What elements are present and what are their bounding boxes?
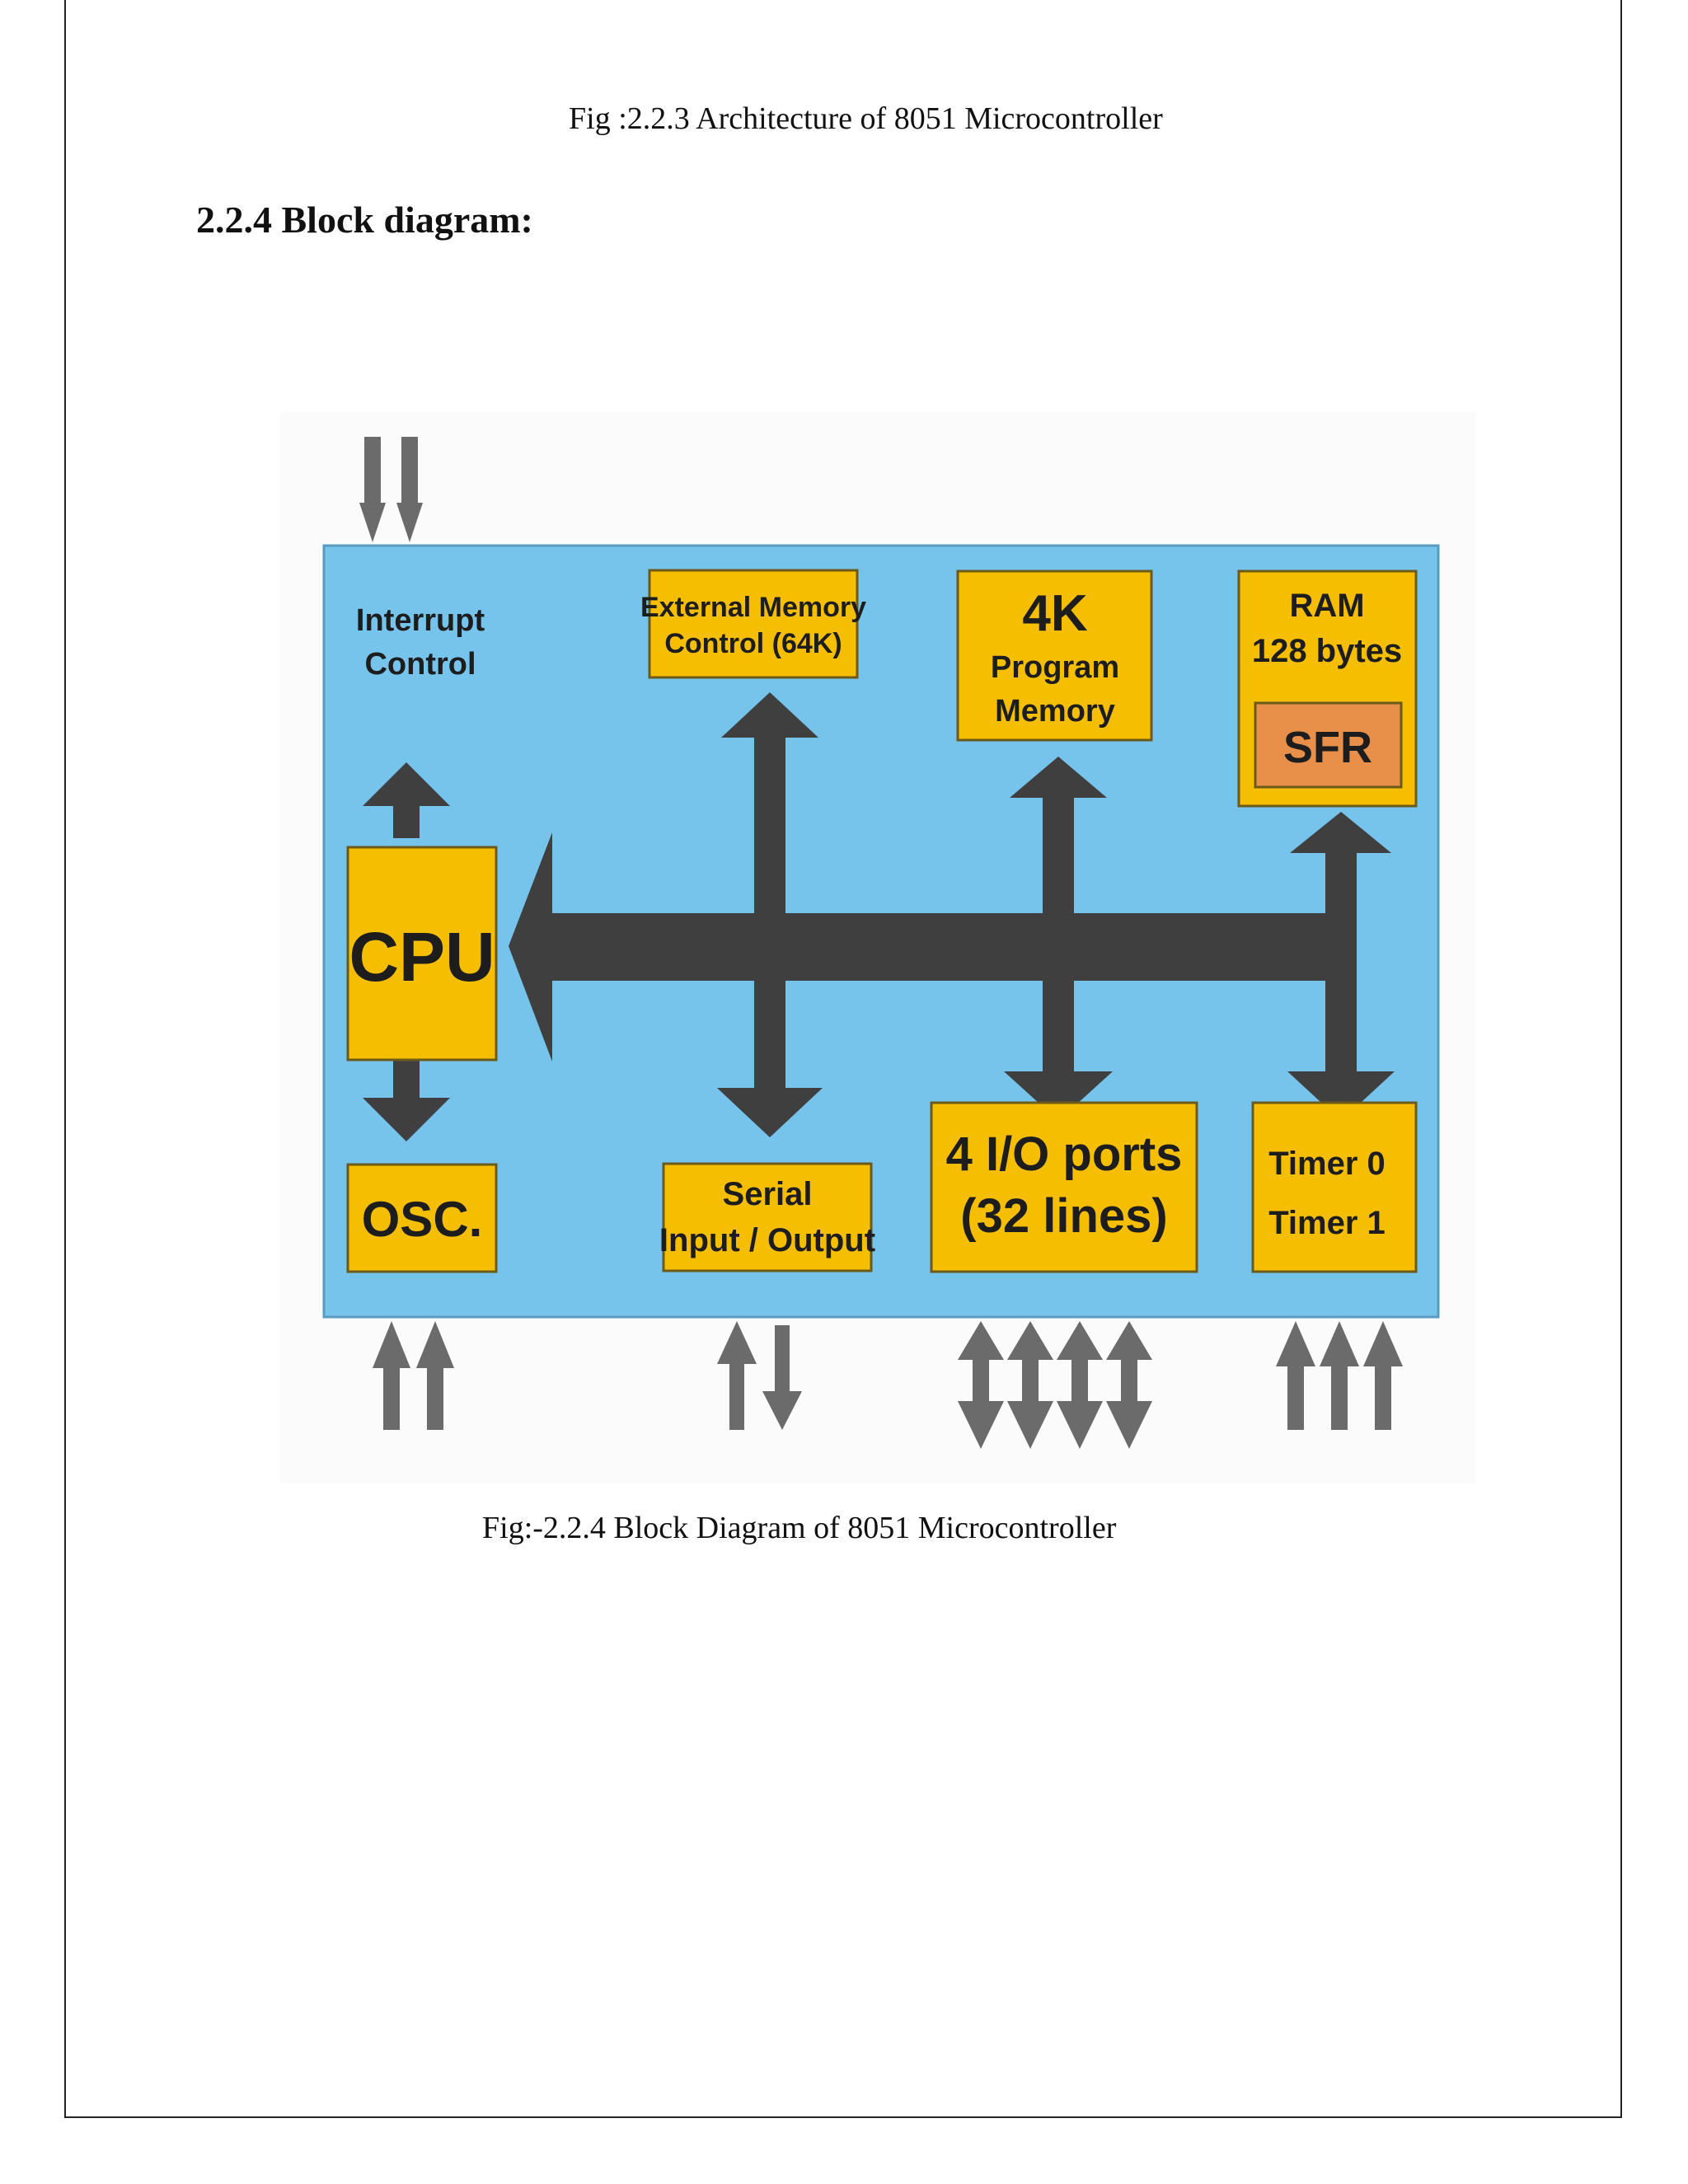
external-memory-block: External Memory Control (64K) — [640, 569, 866, 679]
system-bus — [363, 692, 1395, 1141]
io-ports-label-1: 4 I/O ports — [946, 1127, 1183, 1181]
external-memory-label-2: Control (64K) — [664, 628, 842, 659]
timer-input-arrows — [1276, 1321, 1403, 1430]
program-memory-label-1: Program — [991, 650, 1119, 685]
interrupt-control-block: Interrupt Control — [356, 603, 485, 682]
ram-label-2: 128 bytes — [1252, 633, 1402, 669]
serial-io-arrows — [717, 1321, 802, 1430]
serial-io-block: Serial Input / Output — [659, 1162, 875, 1272]
serial-io-label-2: Input / Output — [659, 1222, 875, 1258]
interrupt-control-label-2: Control — [364, 647, 476, 682]
interrupt-control-label-1: Interrupt — [356, 603, 485, 638]
figure-caption-bottom: Fig:-2.2.4 Block Diagram of 8051 Microco… — [482, 1511, 1117, 1545]
io-ports-block: 4 I/O ports (32 lines) — [930, 1101, 1198, 1273]
ram-label-1: RAM — [1289, 588, 1364, 624]
cpu-block: CPU — [346, 846, 498, 1062]
program-memory-size: 4K — [1022, 585, 1087, 642]
sfr-label: SFR — [1283, 723, 1372, 772]
interrupt-input-arrows — [359, 437, 423, 542]
osc-block: OSC. — [346, 1163, 498, 1273]
osc-label: OSC. — [362, 1192, 483, 1247]
page-border — [64, 0, 1622, 2118]
cpu-label: CPU — [349, 918, 495, 996]
section-heading: 2.2.4 Block diagram: — [196, 199, 533, 241]
timer-0-label: Timer 0 — [1268, 1146, 1386, 1182]
block-diagram: Interrupt Control External Memory Contro… — [280, 412, 1475, 1483]
figure-caption-top: Fig :2.2.3 Architecture of 8051 Microcon… — [569, 101, 1163, 136]
osc-input-arrows — [373, 1321, 454, 1430]
program-memory-block: 4K Program Memory — [956, 569, 1153, 742]
timer-1-label: Timer 1 — [1268, 1205, 1386, 1241]
io-ports-label-2: (32 lines) — [960, 1189, 1167, 1243]
external-memory-label-1: External Memory — [640, 592, 866, 623]
ram-block: RAM 128 bytes SFR — [1237, 569, 1418, 808]
serial-io-label-1: Serial — [723, 1176, 813, 1212]
timers-block: Timer 0 Timer 1 — [1251, 1101, 1418, 1273]
sfr-block — [1254, 701, 1403, 789]
program-memory-label-2: Memory — [995, 694, 1115, 729]
io-port-arrows — [958, 1321, 1152, 1449]
